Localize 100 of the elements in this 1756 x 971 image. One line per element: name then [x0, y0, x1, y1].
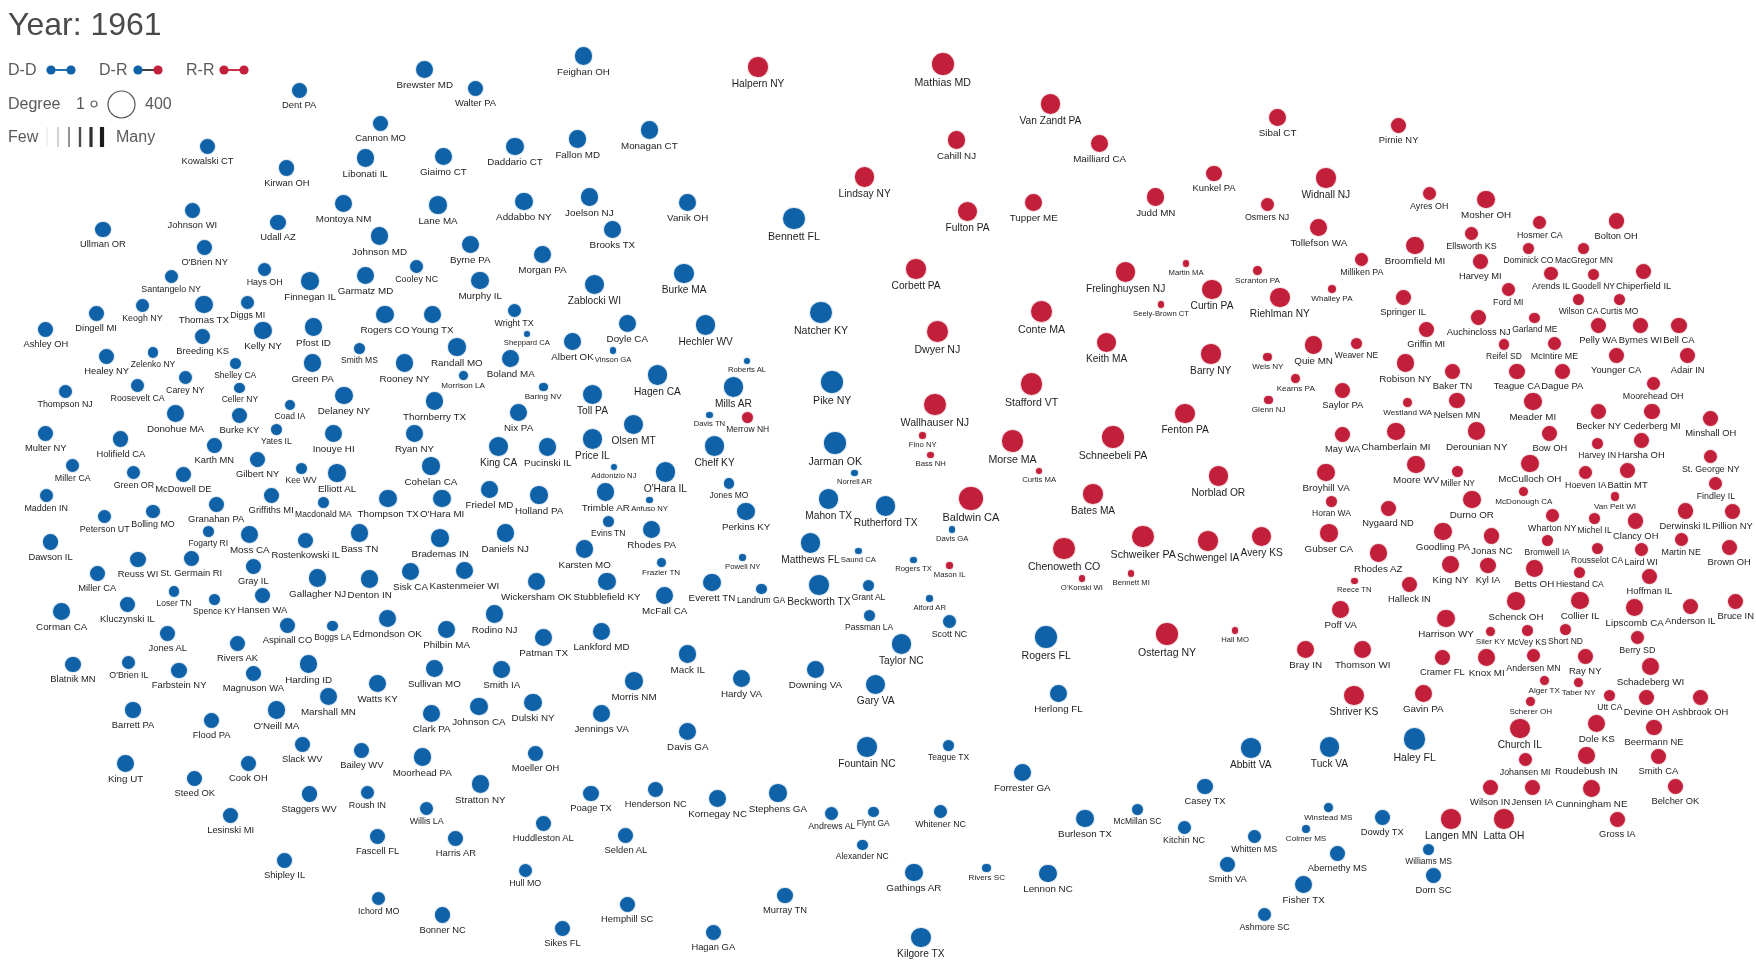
node-label: Vanik OH [667, 213, 709, 224]
node-label: Van Pelt WI [1593, 502, 1637, 512]
legend-label: Few [8, 129, 39, 145]
node-label: Grant AL [851, 593, 886, 603]
node-label: Sibal CT [1258, 128, 1297, 139]
node-label: Lipscomb CA [1605, 618, 1664, 629]
node-label: Wallhauser NJ [900, 417, 970, 429]
node-label: Morse MA [988, 453, 1037, 465]
node-label: Moeller OH [511, 763, 560, 774]
node-label: Scranton PA [1235, 276, 1280, 286]
node-label: Bonner NC [419, 924, 466, 935]
node-label: Betts OH [1514, 579, 1555, 590]
node-label: Green OR [113, 481, 155, 491]
node-label: Flood PA [192, 729, 231, 740]
node-label: Cohelan CA [404, 476, 458, 488]
node-label: Gathings AR [886, 883, 942, 894]
node-label: Van Zandt PA [1019, 115, 1082, 127]
node-label: Lane MA [418, 215, 458, 226]
node-label: Kastenmeier WI [429, 581, 500, 592]
node-label: Anderson IL [1665, 616, 1716, 626]
node-label: Poff VA [1324, 619, 1357, 631]
node-label: Dent PA [282, 100, 317, 111]
node-label: Mosher OH [1461, 210, 1512, 221]
node-label: Trimble AR [581, 502, 630, 513]
node-label: Harvey IN [1578, 450, 1617, 460]
legend-label: 400 [145, 96, 172, 112]
node-label: Sullivan MO [408, 679, 461, 690]
node-label: Gary VA [856, 696, 895, 707]
node-label: Roush IN [348, 801, 386, 811]
node-label: Alger TX [1528, 686, 1560, 696]
node-label: McFall CA [642, 606, 688, 617]
node-label: Hechler WV [678, 336, 733, 348]
node-label: Morgan PA [518, 264, 567, 276]
node-label: Wright TX [494, 319, 534, 329]
node-label: Meader MI [1509, 412, 1557, 423]
node-label: Gray IL [237, 575, 269, 586]
node-label: Rutherford TX [853, 517, 918, 529]
node-label: Corman CA [36, 622, 88, 633]
node-label: Jarman OK [808, 455, 862, 467]
node-label: Knox MI [1468, 668, 1505, 679]
node-label: Dwyer NJ [914, 344, 961, 356]
node-label: Jonas NC [1471, 545, 1513, 556]
node-label: Evins TN [591, 528, 626, 538]
node-label: O'Brien NY [181, 257, 228, 268]
node-label: Fenton PA [1161, 425, 1209, 436]
node-label: Peterson UT [79, 524, 130, 535]
node-label: Blatnik MN [50, 673, 96, 684]
node-label: Smith MS [341, 355, 378, 365]
node-label: Harsha OH [1617, 450, 1665, 461]
node-label: Montoya NM [315, 214, 372, 225]
node-label: Cahill NJ [936, 150, 977, 161]
node-label: Michel IL [1577, 526, 1612, 536]
node-label: Thompson NJ [37, 399, 93, 409]
node-label: Taber NY [1561, 689, 1596, 698]
node-label: Boland MA [486, 369, 535, 380]
node-label: Toll PA [577, 406, 608, 417]
node-label: Patman TX [519, 647, 568, 659]
node-label: Roosevelt CA [110, 393, 165, 404]
node-label: Rogers CO [360, 325, 410, 336]
node-label: Schneebeli PA [1078, 449, 1148, 461]
node-label: Diggs MI [230, 310, 266, 320]
node-label: Karth MN [194, 454, 235, 465]
node-label: Karsten MO [558, 559, 611, 570]
node-label: Moore WV [1393, 474, 1440, 486]
node-label: Derounian NY [1445, 441, 1508, 453]
node-label: Shelley CA [214, 371, 257, 380]
node-label: Curtis MO [1600, 306, 1639, 316]
node-label: King UT [107, 774, 144, 785]
node-label: Griffin MI [1407, 338, 1446, 349]
node-label: Jennings VA [574, 724, 629, 735]
node-label: Udall AZ [260, 232, 296, 243]
node-label: Watts KY [357, 693, 398, 705]
node-label: Dorn SC [1415, 885, 1452, 896]
legend-label: Many [116, 129, 156, 145]
node-label: Rhodes PA [627, 540, 677, 551]
node-label: Pfost ID [296, 337, 331, 348]
node-label: Avery KS [1240, 548, 1283, 559]
node-label: O'Brien IL [109, 670, 149, 681]
node-label: Madden IN [24, 503, 68, 513]
legend-label: R-R [186, 62, 215, 78]
node-label: Brademas IN [411, 548, 469, 560]
node-label: Taylor NC [879, 655, 924, 667]
node-label: Goodell NY [1571, 282, 1615, 292]
node-label: Morris NM [611, 691, 657, 702]
node-label: McMillan SC [1113, 817, 1162, 826]
node-label: Gilbert NY [236, 468, 280, 479]
node-label: Brown OH [1707, 557, 1751, 568]
node-label: Delaney NY [317, 406, 371, 417]
node-label: Daddario CT [487, 157, 543, 168]
node-label: King CA [479, 458, 518, 469]
node-label: Smith VA [1208, 873, 1247, 884]
legend-heading: Degree [8, 96, 61, 112]
node-label: Gubser CA [1304, 543, 1354, 555]
node-label: Poage TX [570, 803, 612, 814]
node-label: Downing VA [788, 680, 842, 691]
node-label: Merrow NH [726, 424, 770, 434]
node-label: Rhodes AZ [1354, 563, 1403, 574]
node-label: Quie MN [1294, 355, 1333, 366]
node-label: Thompson TX [357, 509, 419, 520]
node-label: Ayres OH [1410, 202, 1449, 212]
